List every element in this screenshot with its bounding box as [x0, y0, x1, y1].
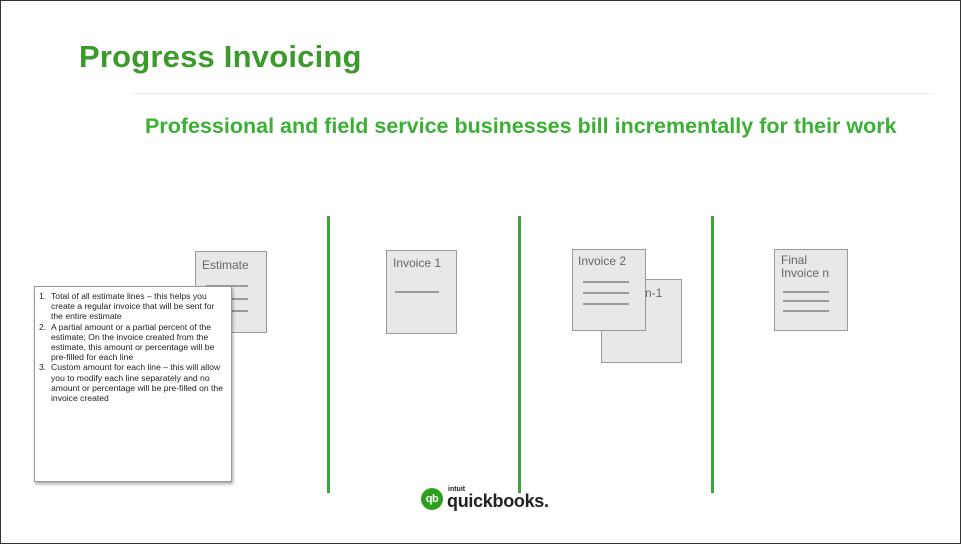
doc-line [583, 281, 629, 283]
note-item: 1. Total of all estimate lines – this he… [39, 291, 227, 322]
invoice-1-label: Invoice 1 [393, 256, 442, 270]
final-invoice-label-2: Invoice n [781, 266, 830, 280]
qb-logo-icon: qb [421, 488, 443, 510]
divider-2 [518, 216, 521, 493]
final-invoice-document: Final Invoice n [774, 249, 848, 331]
final-invoice-label-1: Final [781, 253, 808, 267]
note-item: 3. Custom amount for each line – this wi… [39, 362, 227, 403]
doc-line [783, 300, 829, 302]
quickbooks-logo: qb intuit quickbooks. [421, 485, 581, 515]
intuit-wordmark: intuit [448, 486, 466, 493]
estimate-label: Estimate [202, 258, 249, 272]
divider-3 [711, 216, 714, 493]
invoice-n-minus-1-label: n-1 [645, 286, 663, 300]
note-number: 1. [39, 291, 47, 301]
note-number: 3. [39, 362, 47, 373]
note-item: 2. A partial amount or a partial percent… [39, 322, 227, 363]
slide-title: Progress Invoicing [79, 39, 362, 74]
doc-line [783, 310, 829, 312]
note-number: 2. [39, 321, 47, 332]
note-text: A partial amount or a partial percent of… [51, 321, 215, 363]
doc-line [783, 291, 829, 293]
invoice-2-label: Invoice 2 [578, 254, 627, 268]
note-text: Total of all estimate lines – this helps… [51, 291, 215, 322]
quickbooks-wordmark: quickbooks. [447, 491, 549, 511]
notes-box: 1. Total of all estimate lines – this he… [34, 286, 232, 482]
invoice-2-document: Invoice 2 [572, 249, 646, 331]
divider-1 [327, 216, 330, 493]
doc-line [395, 291, 439, 293]
doc-line [583, 303, 629, 305]
content-panel: Professional and field service businesse… [132, 93, 933, 493]
invoice-1-document: Invoice 1 [386, 250, 457, 334]
notes-list: 1. Total of all estimate lines – this he… [39, 291, 227, 403]
headline: Professional and field service businesse… [145, 114, 897, 138]
doc-line [583, 292, 629, 294]
note-text: Custom amount for each line – this will … [51, 362, 223, 404]
